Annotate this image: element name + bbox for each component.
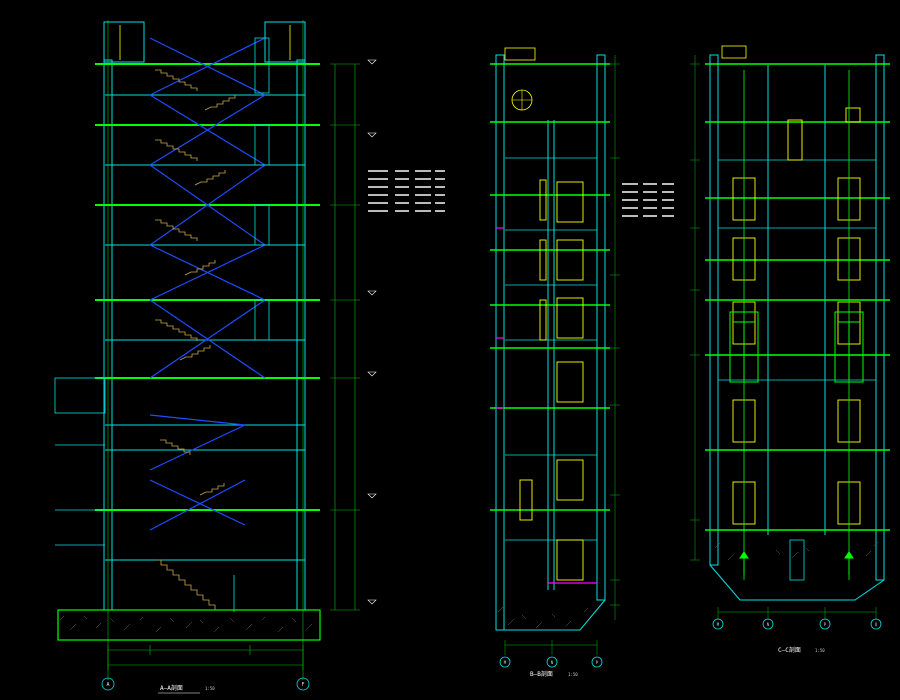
axis-bubble-left-f: F	[296, 677, 310, 691]
axis-label-f: F	[301, 682, 304, 688]
axis-label-n-right: N	[767, 622, 770, 627]
left-view-title: A—A剖面	[160, 684, 183, 692]
axis-label-m: M	[504, 660, 507, 665]
axis-bubble-middle-n: N	[546, 656, 558, 668]
axis-label-a: A	[106, 682, 109, 688]
axis-label-q-right: Q	[875, 622, 878, 627]
axis-bubble-middle-m: M	[499, 656, 511, 668]
middle-view-title: B—B剖面	[530, 670, 553, 678]
axis-bubble-right-m: M	[712, 618, 724, 630]
axis-bubble-right-p: P	[819, 618, 831, 630]
axis-bubble-middle-p: P	[591, 656, 603, 668]
axis-label-p: P	[596, 660, 599, 665]
axis-label-p-right: P	[824, 622, 827, 627]
axis-bubble-right-n: N	[762, 618, 774, 630]
middle-view-scale: 1:50	[568, 672, 578, 677]
right-view-scale: 1:50	[815, 648, 825, 653]
axis-bubble-left-a: A	[101, 677, 115, 691]
right-section-view: M N P Q C—C剖面 1:50	[690, 45, 890, 654]
left-section-view: A F A—A剖面 1:50	[54, 20, 445, 694]
middle-section-view: M N P B—B剖面 1:50	[490, 47, 674, 678]
axis-bubble-right-q: Q	[870, 618, 882, 630]
right-view-title: C—C剖面	[778, 646, 801, 654]
axis-label-m-right: M	[717, 622, 720, 627]
axis-label-n: N	[551, 660, 554, 665]
left-view-scale: 1:50	[205, 686, 215, 691]
